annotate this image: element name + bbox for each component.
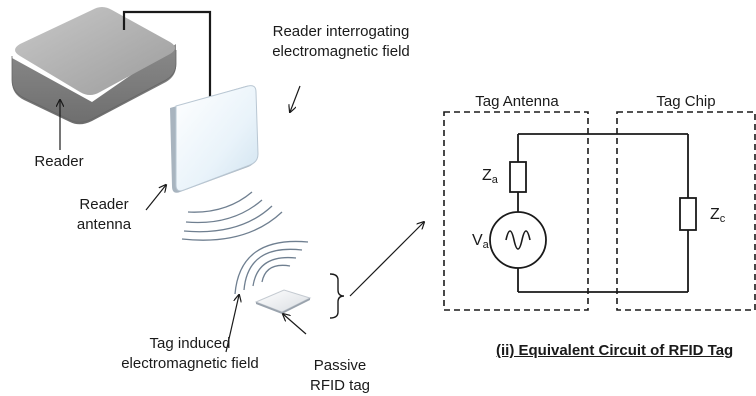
zc-impedance xyxy=(679,197,697,231)
tag-field-arrow xyxy=(225,295,239,353)
circuit-wires xyxy=(517,133,689,293)
reader-antenna-panel xyxy=(170,85,259,193)
passive-tag-arrow xyxy=(283,314,307,335)
reader-antenna-label-line2: antenna xyxy=(76,216,132,233)
tag-antenna-box xyxy=(443,111,589,311)
reader-antenna-arrow xyxy=(145,185,166,211)
reader-field-label-line1: Reader interrogating xyxy=(272,23,410,40)
reader-antenna-label: Reader antenna xyxy=(66,195,142,235)
circuit-caption: (ii) Equivalent Circuit of RFID Tag xyxy=(496,342,734,359)
zc-subscript: c xyxy=(719,213,726,225)
tag-brace xyxy=(329,273,345,319)
tag-field-label-line1: Tag induced xyxy=(149,335,231,352)
zc-label: Zc xyxy=(710,206,725,228)
zc-symbol: Z xyxy=(710,206,720,223)
tag-antenna-label: Tag Antenna xyxy=(475,93,559,110)
passive-tag-label-line1: Passive xyxy=(313,357,367,374)
callout-arrows xyxy=(60,85,424,353)
va-voltage-source xyxy=(489,211,547,269)
passive-tag-label-line2: RFID tag xyxy=(309,377,370,394)
va-label: Va xyxy=(472,232,489,254)
za-impedance xyxy=(509,161,527,193)
reader-field-label: Reader interrogating electromagnetic fie… xyxy=(246,22,436,62)
reader-cable xyxy=(122,10,212,98)
va-subscript: a xyxy=(482,239,489,251)
za-label: Za xyxy=(482,167,498,189)
tag-chip-box xyxy=(616,111,756,311)
circuit-pointer-arrow xyxy=(349,222,424,297)
tag-chip-label: Tag Chip xyxy=(656,93,716,110)
reader-field-arrow xyxy=(290,85,301,112)
passive-tag-label: Passive RFID tag xyxy=(290,356,390,396)
reader-device xyxy=(11,7,177,125)
reader-field-label-line2: electromagnetic field xyxy=(272,43,410,60)
reader-label: Reader xyxy=(34,153,84,170)
sine-wave-icon xyxy=(505,230,531,250)
tag-field-label: Tag induced electromagnetic field xyxy=(104,334,276,374)
za-symbol: Z xyxy=(482,167,492,184)
reader-field-waves xyxy=(181,191,283,241)
reader-antenna-label-line1: Reader xyxy=(79,196,129,213)
tag-field-waves xyxy=(234,240,309,295)
passive-rfid-tag xyxy=(254,289,312,314)
za-subscript: a xyxy=(491,174,498,186)
va-symbol: V xyxy=(472,232,483,249)
tag-field-label-line2: electromagnetic field xyxy=(121,355,259,372)
